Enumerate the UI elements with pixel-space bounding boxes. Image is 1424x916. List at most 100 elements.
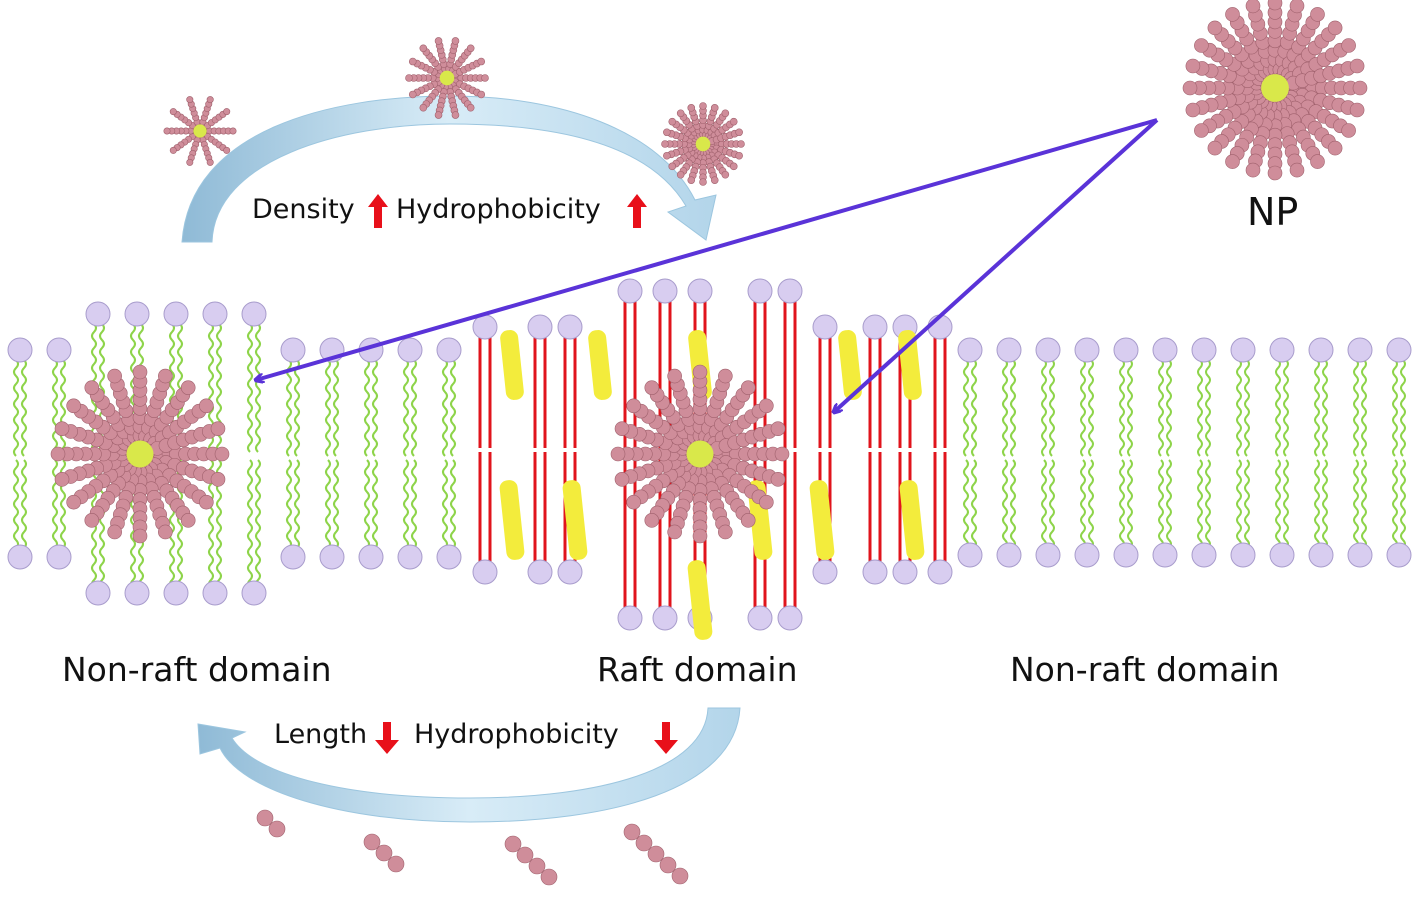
lipid-head [1269,542,1295,568]
lipid-head [862,559,888,585]
np-bead [223,146,231,154]
chain-bead [504,835,522,853]
lipid-tail [1322,359,1328,457]
lipid-tail [1283,359,1289,457]
chain-bead [516,846,534,864]
np-bead [180,513,196,528]
np-bead [107,368,122,384]
lipid-tail [1275,459,1281,549]
np-bead [699,102,707,110]
lipid-tail [1236,359,1242,457]
raft-lipid [862,314,888,448]
lipid-tail [1197,359,1203,457]
lipid-tail [1166,359,1172,457]
np-bead [451,111,460,119]
np-bead [667,368,682,384]
lipid-tail [247,323,253,453]
np-bead [180,380,196,395]
chain-bead [268,820,286,838]
np-core [439,70,455,86]
np-bead [186,158,194,166]
lipid-head [747,605,773,631]
np-bead [206,96,214,104]
np-bead [158,524,173,540]
lipid-tail [1322,459,1328,549]
lipid-head [862,314,888,340]
np-bead [663,128,671,137]
lipid-head [1035,337,1061,363]
lipid [1191,337,1217,457]
lipid-tail [1314,359,1320,457]
top-hydrophobicity-label: Hydrophobicity [396,194,601,225]
np-small-medium [405,37,489,119]
np-bead [54,472,70,487]
lipid-tail [1205,359,1211,457]
np-bead [710,176,719,184]
np-bead [434,111,443,119]
lipid-head [927,559,953,585]
np-bead [132,364,148,380]
np-bead [451,37,460,45]
np-core [193,124,207,138]
lipid-tail [1244,359,1250,457]
raft-lipid [527,452,553,585]
lipid-head [1074,337,1100,363]
np-bead [1207,140,1223,156]
lipid [1113,337,1139,457]
np-in-raft [610,364,790,544]
np-bead [1352,80,1368,96]
np-bead [1310,154,1325,169]
lipid-tail [13,359,19,457]
lipid-head [1347,542,1373,568]
lipid-tail [1010,459,1016,549]
length-label: Length [274,719,368,750]
np-bead [1185,102,1201,118]
lipid-tail [1119,359,1125,457]
np-bead [1310,7,1325,22]
np-bead [644,380,660,395]
raft-lipid [927,314,953,448]
lipid-tail [1166,459,1172,549]
lipid-tail [450,359,456,457]
np-bead [626,494,641,510]
chain-bead [540,868,558,886]
lipid-head [557,314,583,340]
np-bead [210,421,226,436]
lipid-head [397,337,423,363]
lipid-head [397,544,423,570]
lipid-head [241,580,267,606]
lipid [957,459,983,568]
np-bead [214,446,230,462]
chain-bead [375,844,393,862]
lipid-head [527,559,553,585]
np-bead [1225,154,1240,169]
lipid-tail [52,459,58,549]
lipid-tail [364,459,370,549]
down-arrow-icon [654,722,678,754]
lipid [1074,459,1100,568]
lipid [1191,459,1217,568]
lipid-head [1230,542,1256,568]
np-bead [626,398,641,414]
lipid [1269,459,1295,568]
lipid-tail [1283,459,1289,549]
lipid-head [1074,542,1100,568]
lipid [358,337,384,457]
nanoparticles [50,0,1368,886]
np-bead [1267,165,1283,181]
lipid-tail [286,459,292,549]
np-bead [692,364,708,380]
lipid-tail [971,359,977,457]
lipid [1386,459,1412,568]
raft-lipid [617,278,643,448]
chain-bead [528,857,546,875]
lipid [7,459,33,570]
lipid-head [319,544,345,570]
lipid [1230,459,1256,568]
lipid [436,459,462,570]
lipid-tail [411,359,417,457]
np-bead [1194,123,1209,138]
lipid-head [1386,542,1412,568]
lipid [319,459,345,570]
